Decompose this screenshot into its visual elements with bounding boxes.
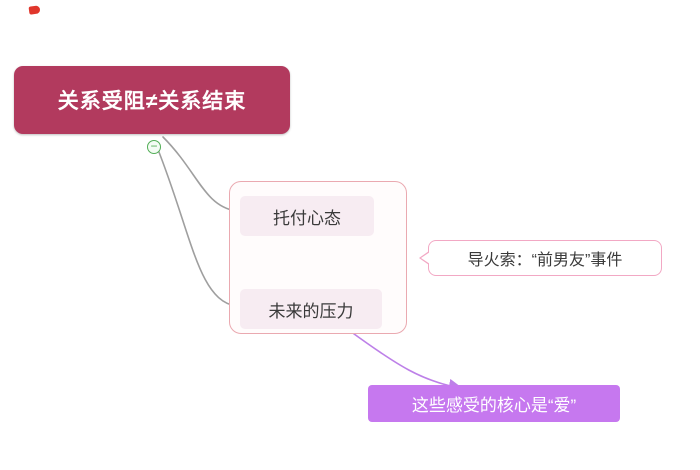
callout-trigger-event[interactable]: 导火索：“前男友”事件	[428, 240, 662, 276]
red-marker	[28, 5, 41, 15]
root-topic[interactable]: 关系受阻≠关系结束	[14, 66, 290, 134]
subtopic-trust-mentality[interactable]: 托付心态	[240, 196, 374, 236]
branch-connector-1	[162, 136, 237, 212]
relationship-arrow	[349, 330, 464, 394]
branch-connector-2	[156, 146, 237, 307]
collapse-button[interactable]: −	[147, 140, 161, 154]
floating-topic-love-core[interactable]: 这些感受的核心是“爱”	[368, 385, 620, 422]
subtopic-future-pressure[interactable]: 未来的压力	[240, 289, 382, 329]
